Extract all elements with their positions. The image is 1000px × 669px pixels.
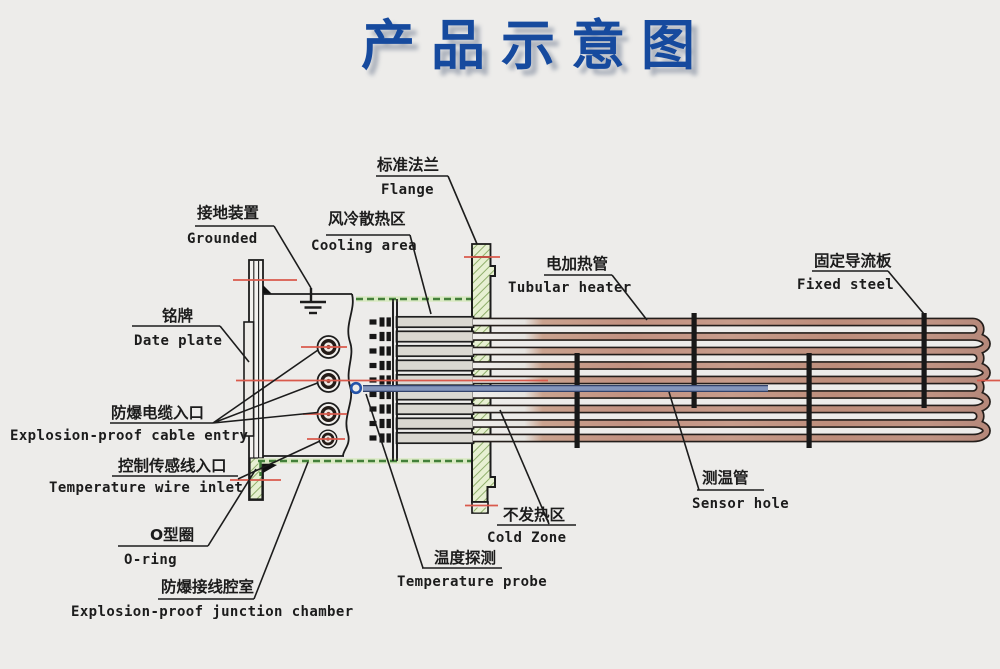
label-cooling-area: 风冷散热区 Cooling area <box>311 209 417 254</box>
leader-junction-chamber <box>253 461 309 600</box>
label-tubular-heater: 电加热管 Tubular heater <box>508 254 632 296</box>
leader-temperature-probe <box>365 393 424 569</box>
leader-flange <box>447 175 478 245</box>
label-sensor-hole: 测温管 Sensor hole <box>692 468 789 512</box>
label-wire-inlet-en: Temperature wire inlet <box>49 480 243 496</box>
label-junction-chamber: 防爆接线腔室 Explosion-proof junction chamber <box>71 577 354 620</box>
sensor-tube <box>349 381 768 395</box>
weld-mark-top <box>263 285 272 294</box>
label-o-ring-en: O-ring <box>124 552 177 568</box>
label-tubular-en: Tubular heater <box>508 280 632 296</box>
baffle-plates <box>574 313 927 448</box>
label-wire-inlet-cn: 控制传感线入口 <box>118 456 227 475</box>
label-fixed-steel-cn: 固定导流板 <box>814 251 892 270</box>
label-temperature-probe: 温度探测 Temperature probe <box>397 548 547 590</box>
label-fixed-steel: 固定导流板 Fixed steel <box>797 251 894 293</box>
label-date-plate-en: Date plate <box>134 333 222 349</box>
label-o-ring-cn: O型圈 <box>150 526 194 544</box>
label-date-plate-cn: 铭牌 <box>162 306 194 325</box>
leader-wire-inlet <box>237 440 321 480</box>
leader-o-ring <box>207 468 257 547</box>
label-cold-zone-cn: 不发热区 <box>503 505 566 524</box>
label-cable-entry: 防爆电缆入口 Explosion-proof cable entry <box>10 403 249 444</box>
label-temperature-probe-en: Temperature probe <box>397 574 547 590</box>
label-wire-inlet: 控制传感线入口 Temperature wire inlet <box>49 456 243 496</box>
label-fixed-steel-en: Fixed steel <box>797 277 894 293</box>
label-flange: 标准法兰 Flange <box>376 155 448 198</box>
label-cooling-cn: 风冷散热区 <box>328 209 406 228</box>
leader-sensor-hole <box>668 391 700 491</box>
label-junction-chamber-cn: 防爆接线腔室 <box>161 577 254 596</box>
label-grounded-en: Grounded <box>187 231 258 247</box>
label-cable-entry-cn: 防爆电缆入口 <box>111 403 204 422</box>
label-grounded-cn: 接地装置 <box>197 203 259 222</box>
label-junction-chamber-en: Explosion-proof junction chamber <box>71 604 354 620</box>
page-title-shadow: 产品示意图 <box>367 19 717 83</box>
leader-grounded <box>273 225 312 289</box>
name-plate <box>243 321 255 437</box>
label-cooling-en: Cooling area <box>311 238 417 254</box>
label-sensor-hole-cn: 测温管 <box>702 468 749 487</box>
leader-cooling <box>409 234 432 315</box>
label-date-plate: 铭牌 Date plate <box>132 306 222 349</box>
label-flange-en: Flange <box>381 182 434 198</box>
label-cold-zone-en: Cold Zone <box>487 530 566 546</box>
leader-tubular <box>611 274 648 321</box>
probe-entry-marker <box>349 381 363 395</box>
break-line <box>342 293 354 457</box>
label-o-ring: O型圈 O-ring <box>118 526 208 568</box>
heater-tubes <box>473 317 991 443</box>
ground-symbol <box>300 288 326 315</box>
label-temperature-probe-cn: 温度探测 <box>434 548 496 567</box>
label-flange-cn: 标准法兰 <box>376 155 439 174</box>
label-cold-zone: 不发热区 Cold Zone <box>487 505 576 546</box>
page-title: 产品示意图 <box>361 13 711 77</box>
leader-date-plate <box>219 325 250 363</box>
leader-cable-entry <box>212 349 319 424</box>
label-cable-entry-en: Explosion-proof cable entry <box>10 428 249 444</box>
leader-fixed-steel <box>887 270 925 315</box>
label-tubular-cn: 电加热管 <box>546 254 608 273</box>
leader-lines <box>207 175 925 600</box>
leader-cold-zone <box>499 409 550 525</box>
weld-mark-bottom <box>263 461 277 473</box>
label-grounded: 接地装置 Grounded <box>187 203 274 247</box>
label-sensor-hole-en: Sensor hole <box>692 496 789 512</box>
cooling-zone-boundary <box>258 296 473 476</box>
